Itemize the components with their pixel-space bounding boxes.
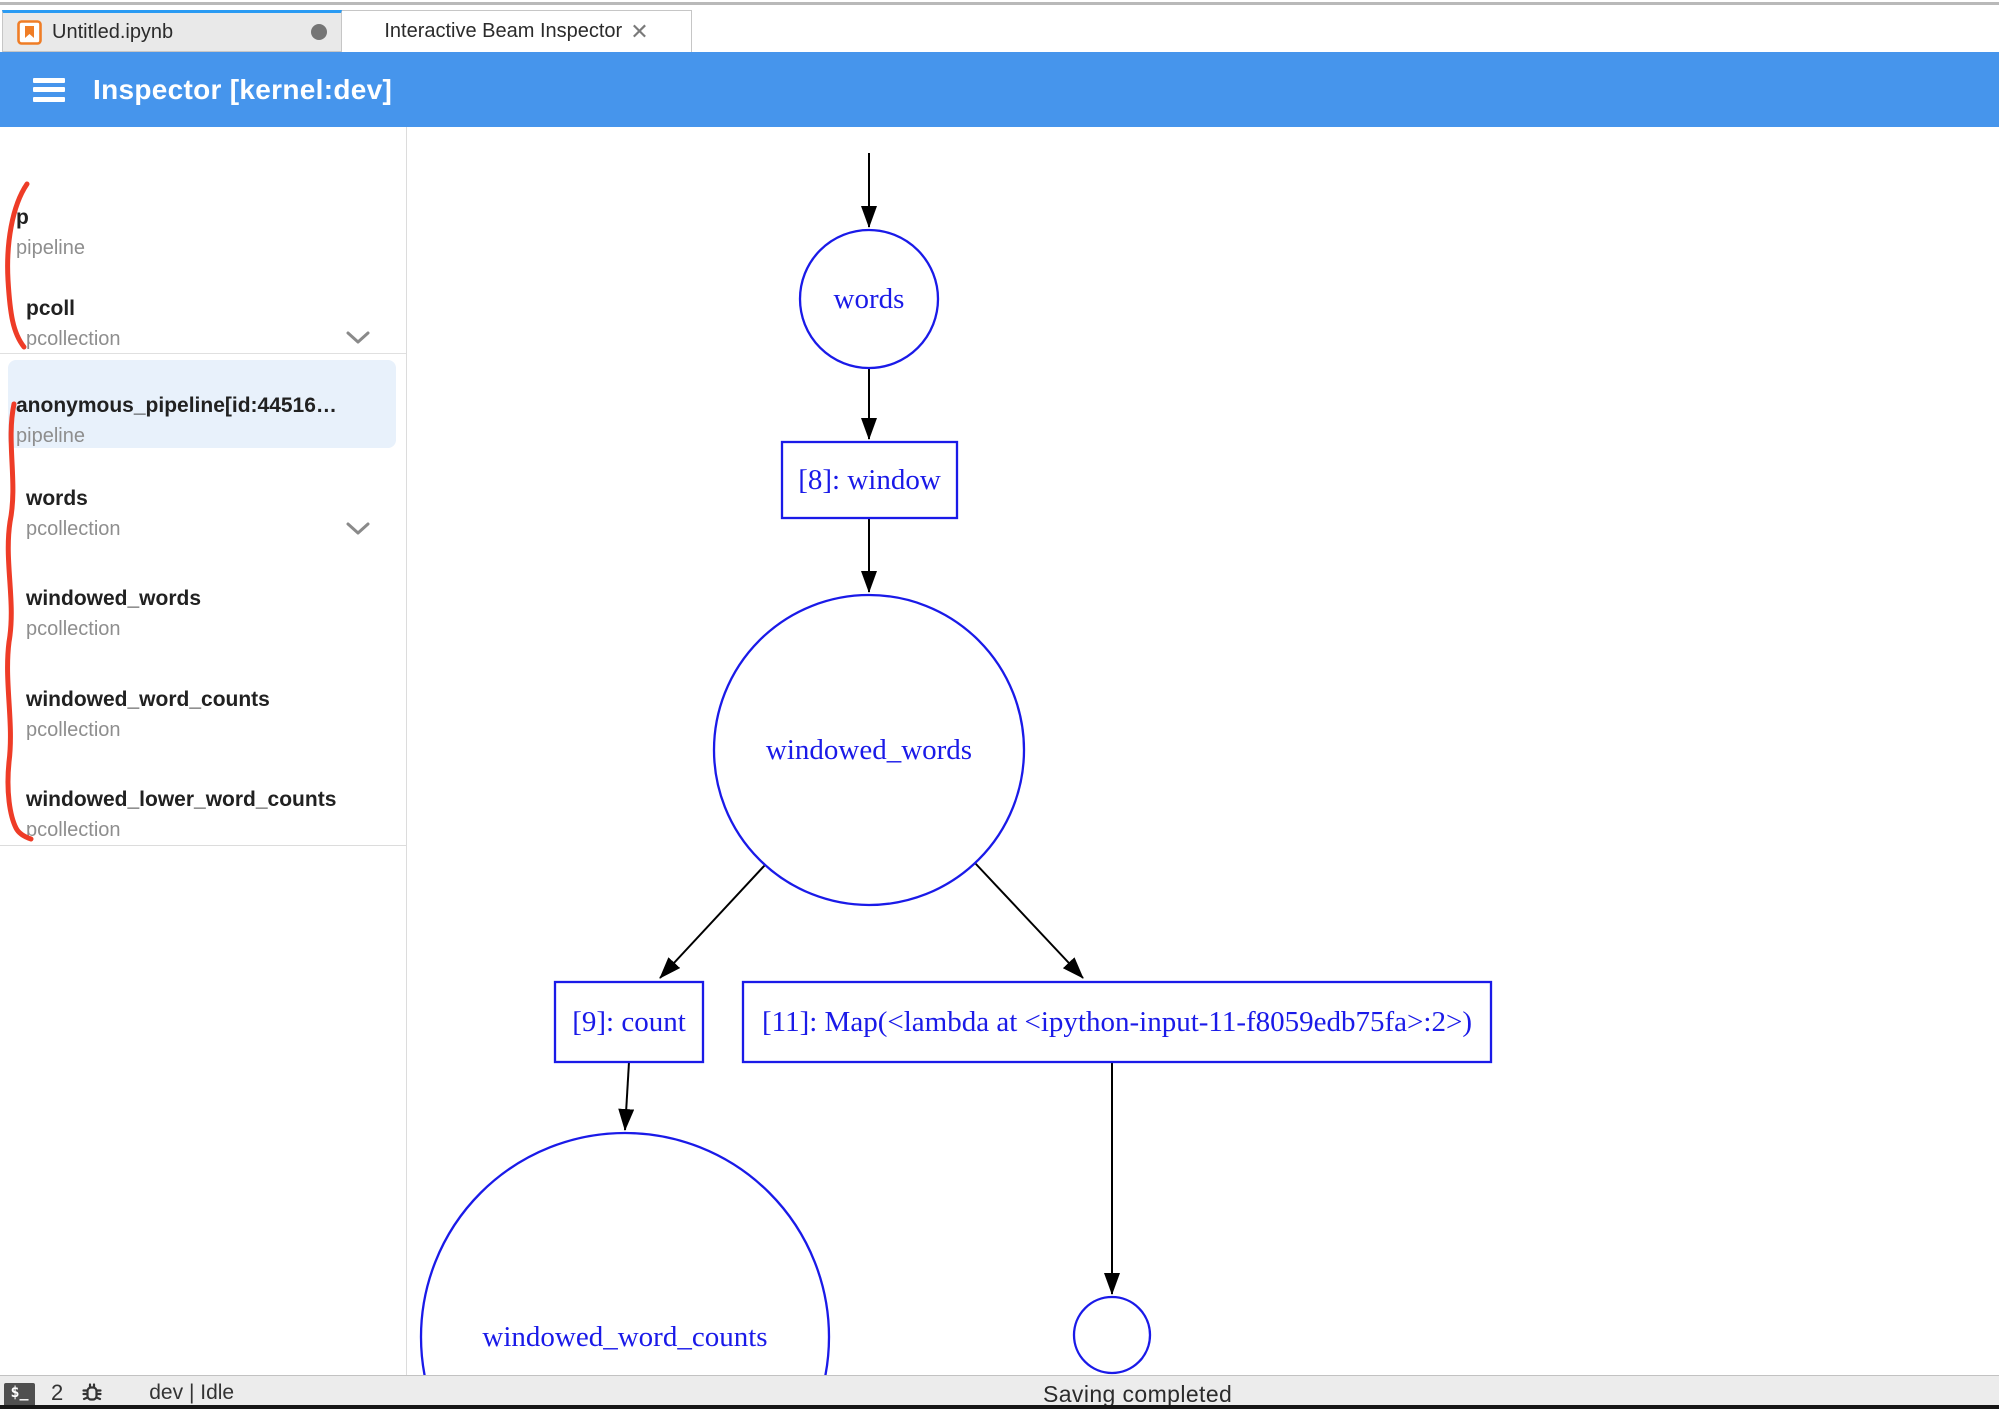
item-type: pcollection xyxy=(26,719,121,741)
graph-node-window-transform xyxy=(780,440,959,520)
item-name: p xyxy=(16,206,29,229)
item-name: pcoll xyxy=(26,297,76,320)
chevron-down-icon[interactable] xyxy=(344,521,372,537)
graph-node-lower-counts xyxy=(1072,1295,1152,1375)
item-type: pcollection xyxy=(26,328,121,350)
graph-node-count-transform xyxy=(553,980,705,1064)
menu-icon[interactable] xyxy=(33,77,65,102)
terminal-icon[interactable]: $_ xyxy=(4,1383,35,1409)
sidebar-item-windowed-words[interactable]: windowed_words pcollection xyxy=(26,583,201,645)
window-bottom-edge xyxy=(0,1405,1999,1409)
divider xyxy=(0,353,406,354)
graph-edge xyxy=(974,862,1084,979)
item-type: pipeline xyxy=(16,237,85,259)
kernel-count[interactable]: 2 xyxy=(51,1380,64,1405)
item-name: windowed_words xyxy=(26,587,202,610)
graph-edge xyxy=(618,1061,635,1131)
kernel-status[interactable]: dev | Idle xyxy=(149,1381,235,1404)
item-type: pipeline xyxy=(16,425,85,447)
graph-node-label: [9]: count xyxy=(572,1006,686,1038)
sidebar-item-words[interactable]: words pcollection xyxy=(26,483,121,545)
inspector-header: Inspector [kernel:dev] xyxy=(0,52,1999,127)
pipeline-dag: words [8]: window windowed_words [9]: count… xyxy=(419,153,1493,1375)
window-top-edge xyxy=(0,2,1999,5)
divider xyxy=(406,127,407,1375)
item-name: windowed_word_counts xyxy=(26,688,270,711)
sidebar-item-anonymous-pipeline[interactable]: anonymous_pipeline[id:44516… pipeline xyxy=(16,390,346,452)
sidebar-item-windowed-word-counts[interactable]: windowed_word_counts pcollection xyxy=(26,684,270,746)
item-type: pcollection xyxy=(26,819,121,841)
item-name: words xyxy=(26,487,88,510)
graph-node-label: words xyxy=(834,283,905,315)
selected-row-highlight xyxy=(8,360,396,448)
graph-node-words xyxy=(798,228,940,370)
page-title: Inspector [kernel:dev] xyxy=(93,73,393,105)
tab-label: Untitled.ipynb xyxy=(52,20,174,43)
bug-icon[interactable] xyxy=(79,1380,105,1406)
sidebar-item-pipeline-p[interactable]: p pipeline xyxy=(16,202,85,264)
chevron-down-icon[interactable] xyxy=(344,330,372,346)
graph-node-label: [11]: Map(<lambda at <ipython-input-11-f… xyxy=(762,1006,1472,1038)
graph-node-label: windowed_word_counts xyxy=(482,1321,767,1353)
status-bar: $_ 2 dev | Idle Saving completed xyxy=(0,1375,1999,1409)
tab-label: Interactive Beam Inspector xyxy=(384,20,623,42)
pipeline-graph-canvas: words [8]: window windowed_words [9]: count… xyxy=(407,127,1999,1375)
pipeline-sidebar: p pipeline pcoll pcollection anonymous_p… xyxy=(0,127,406,846)
graph-node-windowed-words xyxy=(712,593,1026,907)
item-name: windowed_lower_word_counts xyxy=(26,788,337,811)
close-icon[interactable]: ✕ xyxy=(630,18,649,44)
sidebar-item-windowed-lower-word-counts[interactable]: windowed_lower_word_counts pcollection xyxy=(26,784,336,846)
graph-node-windowed-word-counts xyxy=(419,1131,831,1375)
graph-node-label: windowed_words xyxy=(766,734,972,766)
notebook-icon xyxy=(17,19,42,45)
tab-untitled-notebook[interactable]: Untitled.ipynb xyxy=(2,10,342,52)
sidebar-item-pcoll[interactable]: pcoll pcollection xyxy=(26,293,121,355)
item-type: pcollection xyxy=(26,518,121,540)
item-name: anonymous_pipeline[id:44516… xyxy=(16,394,337,417)
tab-beam-inspector[interactable]: Interactive Beam Inspector ✕ xyxy=(342,10,692,52)
graph-node-label: [8]: window xyxy=(798,464,941,496)
graph-edge xyxy=(659,864,766,979)
graph-node-map-transform xyxy=(741,980,1493,1064)
item-type: pcollection xyxy=(26,618,121,640)
status-message: Saving completed xyxy=(1043,1381,1233,1407)
tab-bar: Untitled.ipynb Interactive Beam Inspecto… xyxy=(0,10,1999,52)
unsaved-changes-dot[interactable] xyxy=(311,24,327,40)
